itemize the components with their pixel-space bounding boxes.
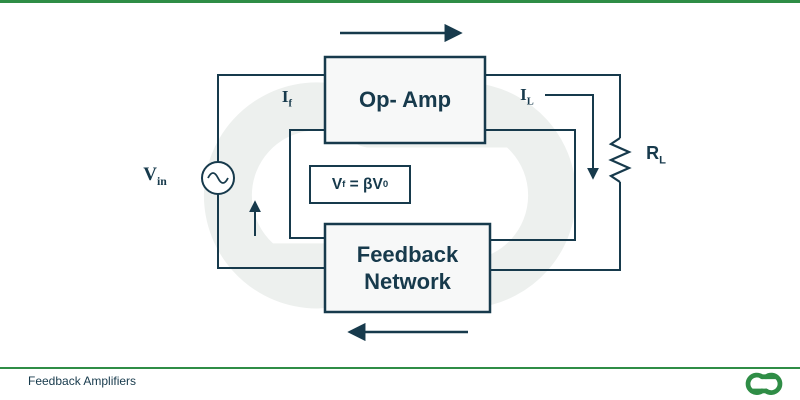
opamp-label-text: Op- Amp: [358, 87, 452, 112]
sine-wave-icon: [207, 172, 229, 184]
il-base: I: [520, 85, 527, 104]
rl-base: R: [646, 143, 660, 163]
wire-inner-left-loop: [289, 129, 325, 239]
logo-right-loop: [763, 372, 783, 395]
equation-rest-sub: 0: [382, 178, 389, 190]
if-label: If: [270, 87, 304, 110]
opamp-label: Op- Amp: [325, 57, 485, 143]
il-sub: L: [526, 96, 534, 108]
equation-rest: = βV: [345, 175, 383, 193]
top-green-rule: [0, 0, 800, 3]
vin-sub: in: [156, 174, 167, 188]
footer-logo-svg: [745, 372, 783, 395]
rl-label: RL: [634, 143, 678, 167]
wire-output-bottom: [490, 182, 621, 271]
feedback-network-label: Feedback Network: [325, 224, 490, 312]
rl-sub: L: [659, 154, 666, 167]
wire-input-bottom: [217, 194, 325, 269]
feedback-label-line1: Feedback: [356, 241, 459, 267]
feedback-label-line2: Network: [364, 269, 451, 294]
wire-input-top: [217, 74, 325, 162]
footer-divider: [0, 367, 800, 369]
if-sub: f: [288, 98, 293, 110]
vin-base: V: [143, 164, 157, 185]
arrow-load-current-icon: [545, 94, 599, 180]
feedback-network-box: [323, 222, 492, 314]
geeksforgeeks-logo-icon: [740, 370, 788, 397]
opamp-box: [323, 55, 487, 145]
resistor-RL-icon: [608, 137, 632, 183]
if-base: I: [281, 87, 289, 106]
vin-label: Vin: [120, 164, 190, 188]
wire-output-top: [485, 74, 621, 138]
equation-base-sub: f: [342, 178, 346, 190]
equation-base: V: [331, 175, 343, 193]
il-label: IL: [510, 85, 544, 108]
footer-caption: Feedback Amplifiers: [28, 374, 137, 388]
vf-equation-box: [309, 165, 411, 204]
wire-inner-right-loop: [485, 129, 576, 241]
